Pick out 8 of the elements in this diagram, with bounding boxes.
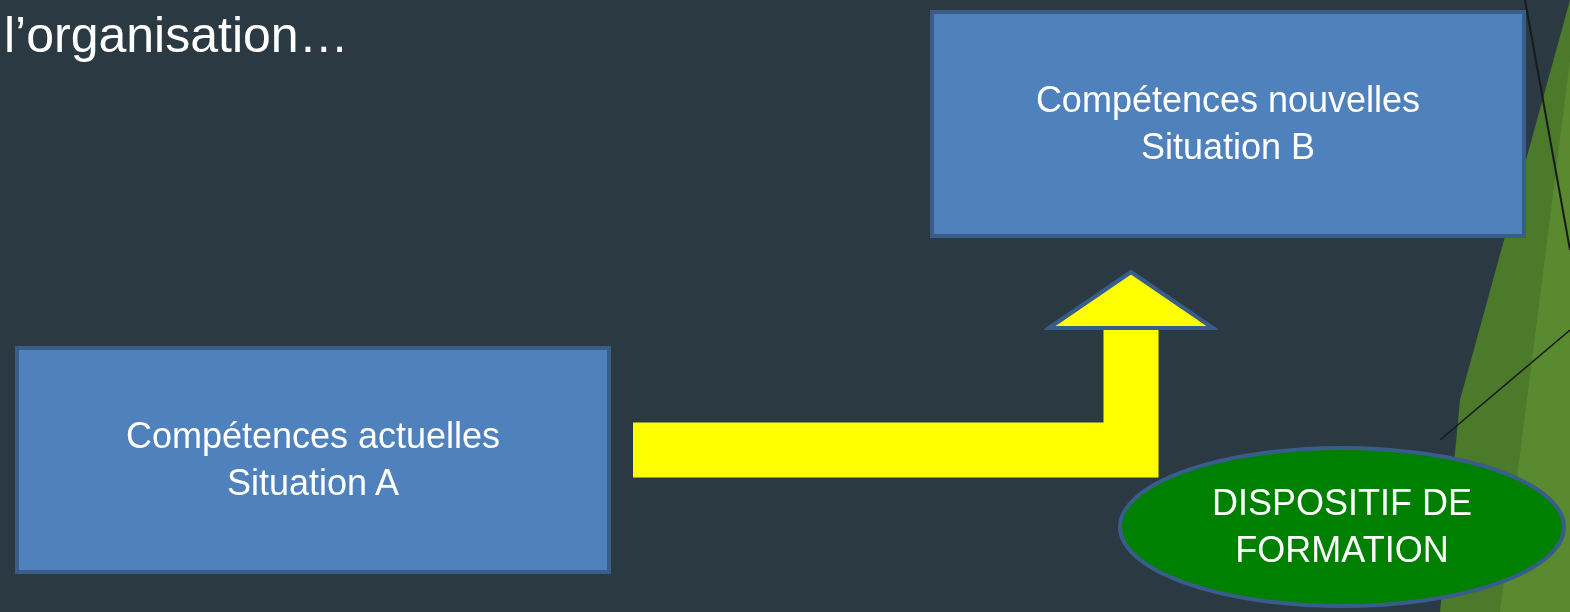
process-box — [930, 10, 1526, 238]
bent-arrow — [633, 270, 1215, 478]
process-box — [15, 346, 611, 574]
ellipse-node — [1118, 446, 1566, 608]
heading: l’organisation… — [4, 6, 349, 64]
node-text: Compétences nouvelles Situation B — [1034, 78, 1422, 169]
node-text: DISPOSITIF DE FORMATION — [1210, 481, 1473, 572]
node-text: Compétences actuelles Situation A — [124, 414, 502, 505]
